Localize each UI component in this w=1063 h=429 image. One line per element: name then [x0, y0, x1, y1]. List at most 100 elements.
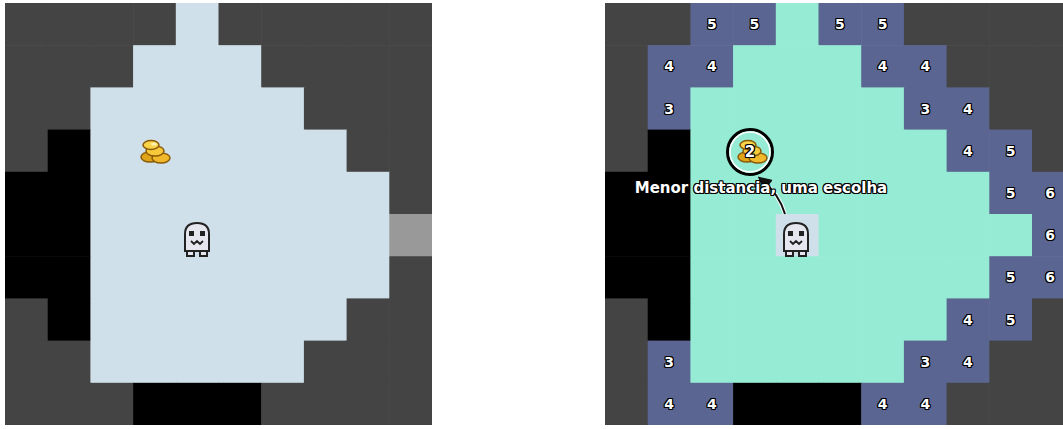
map-tile [219, 3, 262, 46]
map-tile [776, 256, 819, 299]
map-tile [947, 3, 990, 46]
map-tile [261, 256, 304, 299]
map-tile [819, 45, 862, 88]
map-tile [947, 172, 990, 215]
map-tile [219, 214, 262, 257]
map-tile [819, 298, 862, 341]
map-tile [48, 341, 91, 384]
map-tile [690, 383, 733, 425]
map-tile [133, 214, 176, 257]
map-tile [261, 130, 304, 173]
map-tile [605, 298, 648, 341]
map-tile [605, 3, 648, 46]
circle-inner-ring [730, 132, 770, 172]
map-tile [605, 45, 648, 88]
map-tile [389, 341, 432, 384]
map-tile [989, 256, 1032, 299]
map-tile [776, 130, 819, 173]
map-tile [648, 3, 691, 46]
map-tile [648, 256, 691, 299]
map-tile [1032, 383, 1063, 425]
distance-number: 4 [664, 397, 674, 411]
map-tile [989, 298, 1032, 341]
map-tile [690, 3, 733, 46]
distance-number: 3 [920, 102, 930, 116]
map-tile [48, 45, 91, 88]
map-tile [48, 172, 91, 215]
map-tile [261, 214, 304, 257]
map-tile [5, 87, 48, 130]
map-tile [989, 214, 1032, 257]
distance-number: 3 [920, 355, 930, 369]
distance-number: 4 [664, 59, 674, 73]
map-tile [176, 383, 219, 425]
map-tile [861, 383, 904, 425]
map-tile [48, 298, 91, 341]
map-tile [304, 214, 347, 257]
map-tile [5, 3, 48, 46]
map-tile [648, 383, 691, 425]
map-tile [776, 383, 819, 425]
circle-outline [728, 130, 773, 175]
map-tile [605, 256, 648, 299]
map-tile [219, 172, 262, 215]
map-tile [947, 130, 990, 173]
map-tile [776, 45, 819, 88]
map-tile [733, 87, 776, 130]
map-tile [219, 298, 262, 341]
map-tile [261, 298, 304, 341]
map-tile [133, 130, 176, 173]
map-tile [5, 130, 48, 173]
distance-number: 5 [835, 17, 845, 31]
gold-coins [141, 141, 170, 164]
map-tile [690, 45, 733, 88]
map-tile [1032, 341, 1063, 384]
map-tile [389, 383, 432, 425]
gold-coins [738, 141, 767, 164]
map-tile [133, 172, 176, 215]
map-tile [861, 214, 904, 257]
map-tile [690, 341, 733, 384]
map-tile [176, 45, 219, 88]
map-tile [176, 3, 219, 46]
map-tile [904, 45, 947, 88]
map-tile [648, 298, 691, 341]
map-tile [733, 383, 776, 425]
map-tile [819, 256, 862, 299]
map-tile [861, 256, 904, 299]
map-tile [48, 383, 91, 425]
map-tile [90, 87, 133, 130]
map-tile [904, 298, 947, 341]
map-tile [5, 341, 48, 384]
map-tile [690, 87, 733, 130]
map-tile [389, 172, 432, 215]
map-tile [733, 3, 776, 46]
map-tile [605, 341, 648, 384]
map-tile [648, 45, 691, 88]
map-tile [304, 341, 347, 384]
map-tile [904, 214, 947, 257]
map-tile [347, 130, 390, 173]
map-tile [48, 130, 91, 173]
map-tile [947, 45, 990, 88]
map-tile [304, 172, 347, 215]
map-tile [5, 45, 48, 88]
map-tile [90, 172, 133, 215]
map-tile [605, 130, 648, 173]
map-tile [1032, 298, 1063, 341]
map-tile [48, 3, 91, 46]
map-tile [861, 45, 904, 88]
map-tile [304, 130, 347, 173]
highlight-circle: 2 [726, 128, 774, 176]
map-tile [904, 130, 947, 173]
map-tile [989, 172, 1032, 215]
map-tile [861, 298, 904, 341]
distance-number: 2 [745, 145, 755, 160]
map-tile [389, 214, 432, 257]
map-tile [347, 383, 390, 425]
map-tile [389, 3, 432, 46]
map-tile [219, 87, 262, 130]
map-tile [304, 383, 347, 425]
map-tile [776, 214, 819, 257]
map-tile [819, 341, 862, 384]
